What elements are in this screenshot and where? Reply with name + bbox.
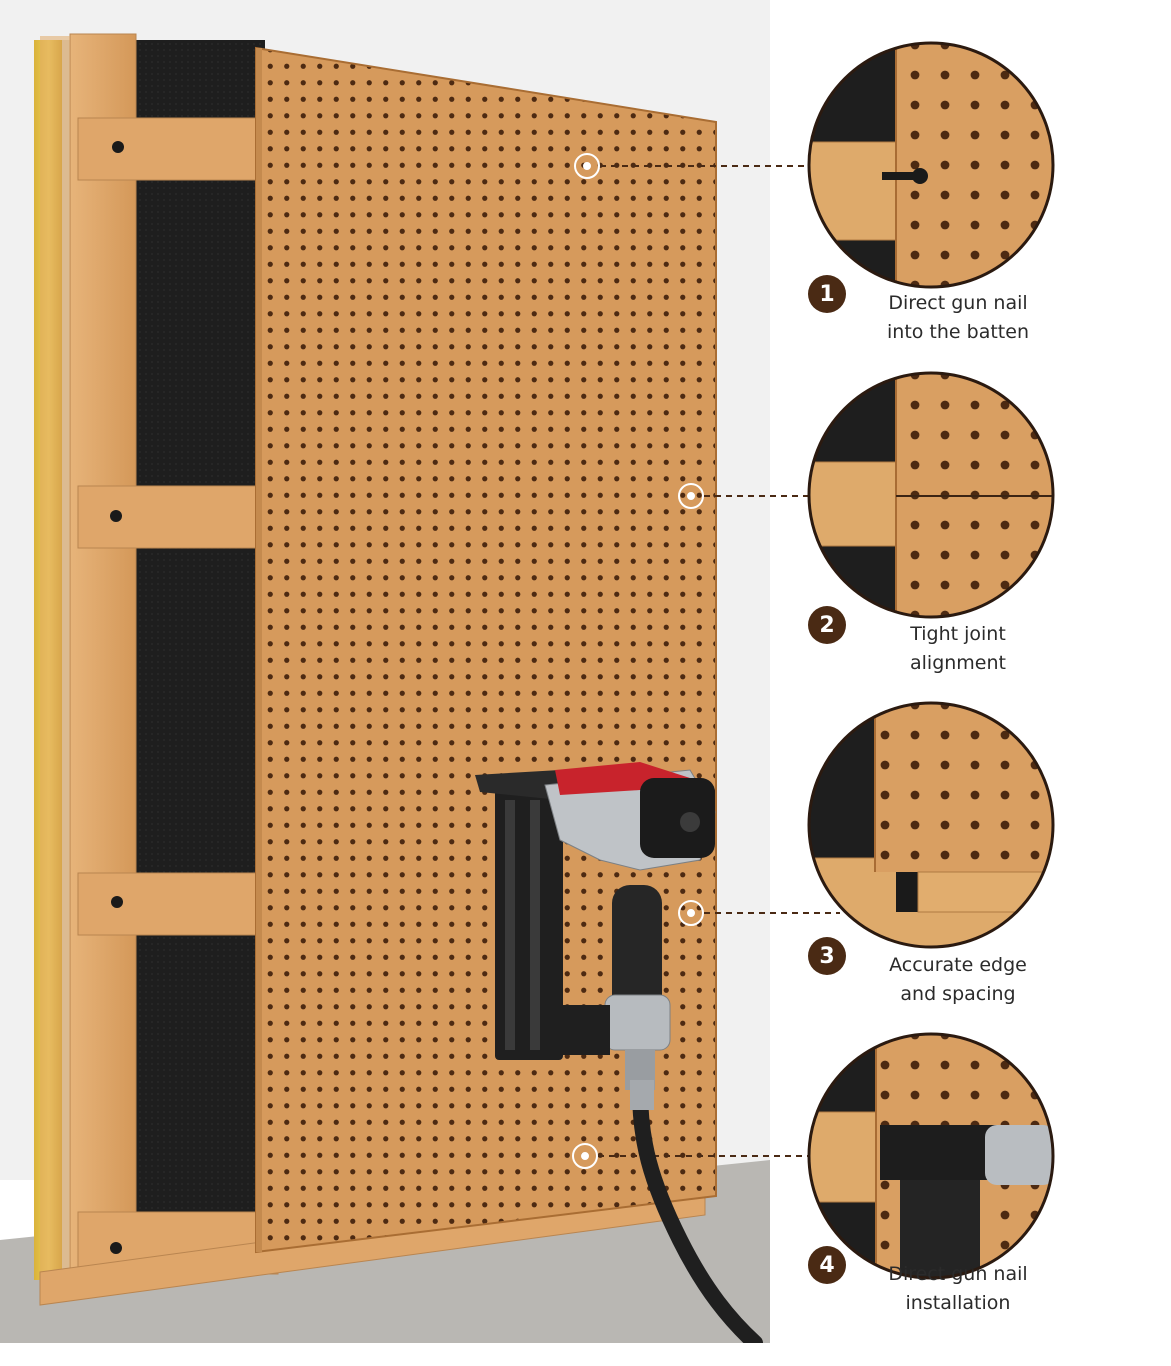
step-caption: Accurate edge and spacing bbox=[858, 951, 1058, 1009]
felt-backing bbox=[135, 40, 265, 1240]
zoom-circle-1 bbox=[807, 41, 1055, 289]
batten-1 bbox=[77, 117, 279, 181]
step-number-badge: 4 bbox=[808, 1246, 846, 1284]
step-1: 1 Direct gun nail into the batten bbox=[800, 275, 1171, 395]
step-caption-line-1: Accurate edge bbox=[889, 954, 1027, 976]
step-caption: Direct gun nail installation bbox=[858, 1260, 1058, 1318]
left-stile bbox=[69, 33, 137, 1287]
step-number-badge: 3 bbox=[808, 937, 846, 975]
battens bbox=[77, 117, 279, 1275]
leader-lines bbox=[598, 165, 840, 1157]
zoom-circle-3 bbox=[807, 701, 1055, 949]
step-caption-line-1: Direct gun nail bbox=[888, 1263, 1028, 1285]
step-2: 2 Tight joint alignment bbox=[800, 606, 1171, 726]
step-number-badge: 1 bbox=[808, 275, 846, 313]
step-caption-line-2: installation bbox=[905, 1292, 1011, 1314]
step-caption-line-1: Tight joint bbox=[910, 623, 1006, 645]
step-number-badge: 2 bbox=[808, 606, 846, 644]
step-caption: Tight joint alignment bbox=[858, 620, 1058, 678]
step-caption-line-2: alignment bbox=[910, 652, 1006, 674]
batten-3 bbox=[77, 872, 279, 936]
batten-2 bbox=[77, 485, 279, 549]
nail-markers bbox=[572, 153, 704, 1169]
zoom-circle-4 bbox=[807, 1032, 1055, 1280]
step-caption-line-2: into the batten bbox=[887, 321, 1029, 343]
step-caption: Direct gun nail into the batten bbox=[858, 289, 1058, 347]
nail-gun bbox=[475, 762, 763, 1343]
step-3: 3 Accurate edge and spacing bbox=[800, 937, 1171, 1057]
step-caption-line-1: Direct gun nail bbox=[888, 292, 1028, 314]
nail-gun-grip bbox=[612, 885, 662, 1015]
step-4: 4 Direct gun nail installation bbox=[800, 1246, 1171, 1366]
zoom-circle-2 bbox=[807, 371, 1055, 619]
step-caption-line-2: and spacing bbox=[900, 983, 1016, 1005]
nail-gun-red-cap bbox=[555, 762, 690, 795]
air-hose bbox=[632, 1082, 763, 1343]
